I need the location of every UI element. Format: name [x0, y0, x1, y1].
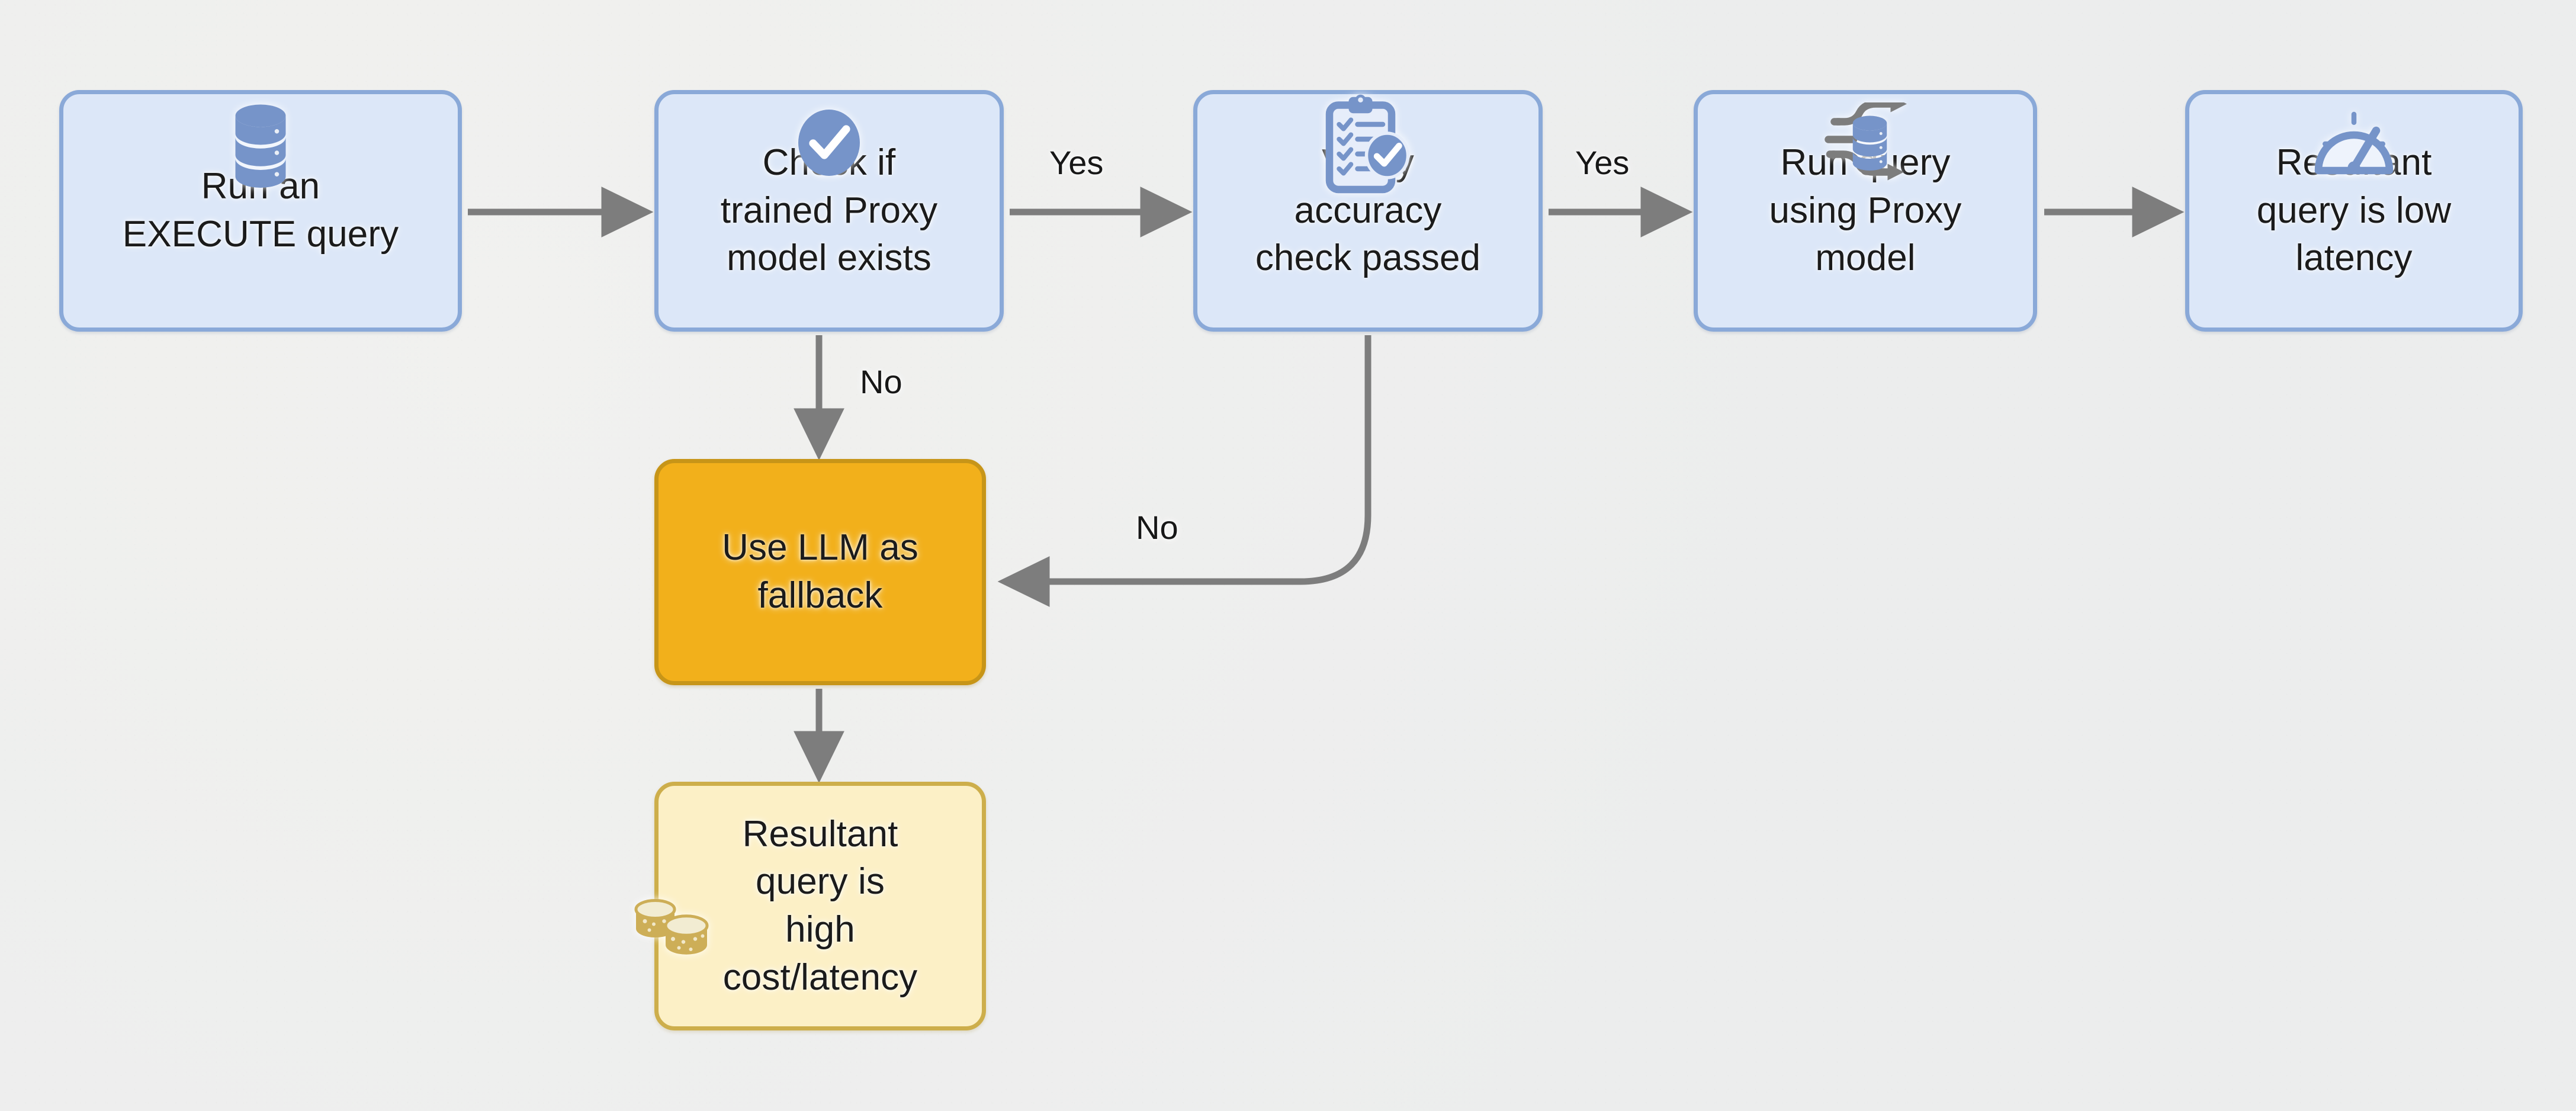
coins-icon — [630, 890, 719, 964]
node-label: Run query using Proxy model — [1769, 142, 1962, 279]
node-label: Verify accuracy check passed — [1255, 142, 1481, 279]
edge-verify-to-fallback — [997, 335, 1371, 607]
node-label: Run an EXECUTE query — [122, 166, 399, 255]
edge-label-no-check-to-fallback: No — [860, 363, 902, 400]
node-use-llm-as-fallback[interactable]: Use LLM as fallback — [654, 459, 986, 685]
node-check-trained-proxy-model-exists[interactable]: Check if trained Proxy model exists — [654, 90, 1004, 332]
node-resultant-query-low-latency[interactable]: Resultant query is low latency — [2185, 90, 2523, 332]
node-verify-accuracy-check-passed[interactable]: Verify accuracy check passed — [1193, 90, 1543, 332]
node-resultant-query-high-cost-latency[interactable]: Resultant query is high cost/latency — [634, 782, 986, 1030]
node-label: Resultant query is low latency — [2256, 142, 2452, 279]
edge-label-yes-check-to-verify: Yes — [1049, 144, 1104, 181]
node-run-query-using-proxy-model[interactable]: Run query using Proxy model — [1694, 90, 2037, 332]
node-label: Use LLM as fallback — [722, 527, 918, 616]
node-run-execute-query[interactable]: Run an EXECUTE query — [59, 90, 462, 332]
edge-label-no-verify-to-fallback: No — [1136, 509, 1178, 546]
node-label: Check if trained Proxy model exists — [720, 142, 938, 279]
node-label: Resultant query is high cost/latency — [722, 813, 918, 998]
edge-label-yes-verify-to-run-proxy: Yes — [1575, 144, 1630, 181]
